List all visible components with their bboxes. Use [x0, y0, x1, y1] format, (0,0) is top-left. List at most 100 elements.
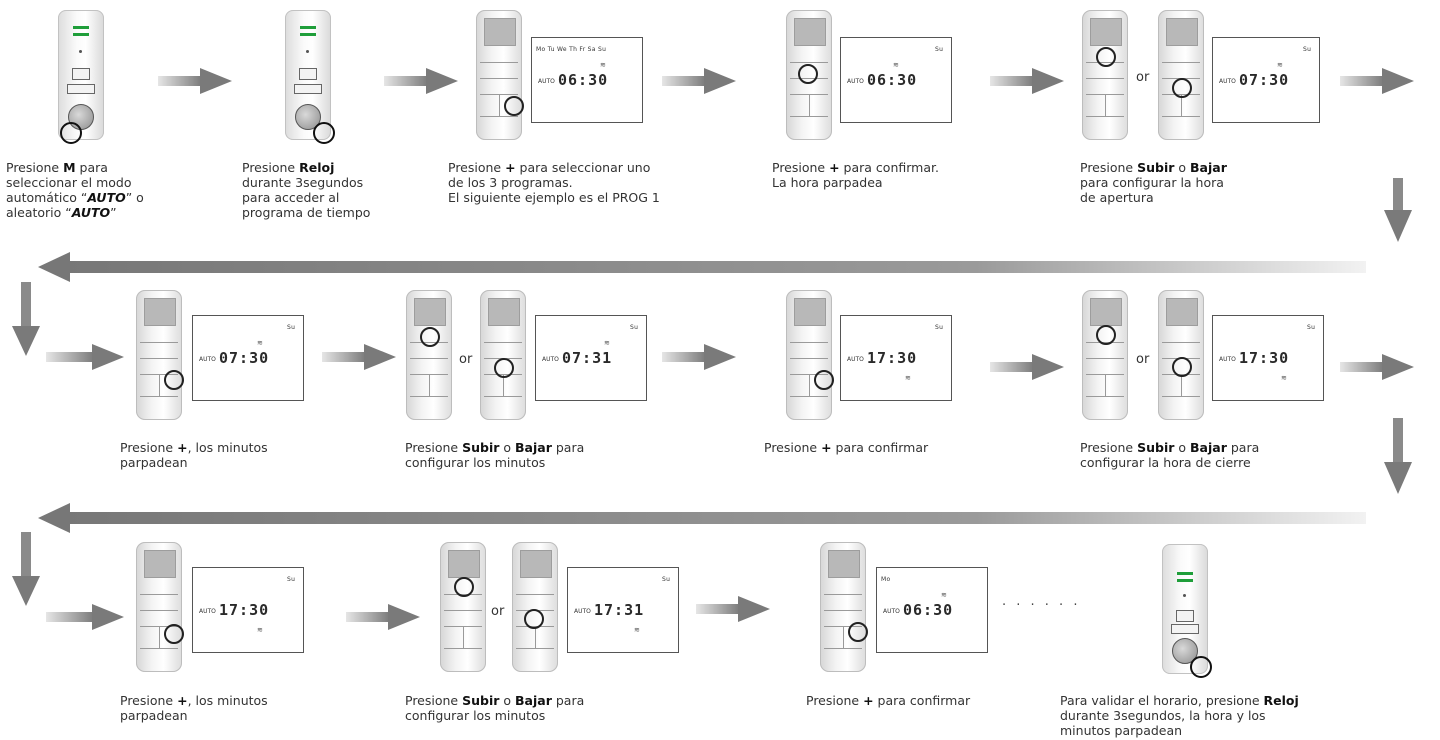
arrow-left-long	[38, 503, 1366, 533]
lcd-auto-label: AUTO	[847, 356, 864, 363]
signal-icon: ≋	[257, 339, 263, 347]
divider	[444, 648, 482, 649]
lcd-display-4: Su ≋ AUTO 06:30	[840, 37, 952, 123]
or-label: or	[491, 604, 505, 619]
lcd-time: 07:30	[1239, 71, 1290, 89]
remote-screen	[828, 550, 860, 578]
step-caption-7: Presione Subir o Bajar para configurar l…	[405, 440, 585, 470]
lcd-time: 17:30	[867, 349, 918, 367]
signal-icon: ≋	[604, 339, 610, 347]
arrow-left-long	[38, 252, 1366, 282]
divider	[410, 396, 448, 397]
dial-knob	[295, 104, 321, 130]
lcd-day: Su	[935, 324, 944, 331]
arrow-right	[662, 68, 736, 94]
divider	[140, 342, 178, 343]
arrow-right	[696, 596, 770, 622]
switch-slot	[1171, 624, 1199, 634]
lcd-display-5: Su ≋ AUTO 07:30	[1212, 37, 1320, 123]
remote-screen	[144, 298, 176, 326]
divider	[159, 626, 160, 648]
lcd-time: 17:30	[219, 601, 270, 619]
highlight-circle	[848, 622, 868, 642]
remote-front-10	[136, 542, 184, 672]
divider	[140, 648, 178, 649]
dot	[79, 50, 82, 53]
divider	[1105, 374, 1106, 396]
lcd-time: 07:31	[562, 349, 613, 367]
divider	[484, 396, 522, 397]
battery-slot	[299, 68, 317, 80]
lcd-display-7: Su ≋ AUTO 07:31	[535, 315, 647, 401]
remote-screen	[520, 550, 552, 578]
divider	[1086, 116, 1124, 117]
highlight-circle	[1096, 325, 1116, 345]
highlight-circle	[164, 370, 184, 390]
highlight-circle	[313, 122, 335, 144]
divider	[843, 626, 844, 648]
remote-front-9b	[1158, 290, 1204, 420]
arrow-right	[990, 68, 1064, 94]
lcd-time: 06:30	[558, 71, 609, 89]
remote-screen	[414, 298, 446, 326]
highlight-circle	[164, 624, 184, 644]
lcd-time: 06:30	[867, 71, 918, 89]
lcd-auto-label: AUTO	[847, 78, 864, 85]
green-indicator	[1177, 572, 1193, 575]
remote-screen	[1166, 298, 1198, 326]
divider	[140, 594, 178, 595]
arrow-right	[662, 344, 736, 370]
green-indicator	[1177, 579, 1193, 582]
divider	[1086, 358, 1124, 359]
step-caption-1: Presione M para seleccionar el modo auto…	[6, 160, 144, 220]
lcd-auto-label: AUTO	[542, 356, 559, 363]
remote-screen	[794, 298, 826, 326]
highlight-circle	[504, 96, 524, 116]
step-caption-2: Presione Reloj durante 3segundos para ac…	[242, 160, 371, 220]
divider	[1162, 116, 1200, 117]
divider	[503, 374, 504, 396]
remote-front-11b	[512, 542, 558, 672]
step-caption-11: Presione Subir o Bajar para configurar l…	[405, 693, 585, 723]
lcd-display-11: Su ≋ AUTO 17:31	[567, 567, 679, 653]
remote-front-5b	[1158, 10, 1204, 140]
or-label: or	[459, 352, 473, 367]
divider	[790, 342, 828, 343]
arrow-right	[1340, 68, 1414, 94]
arrow-down	[1384, 418, 1412, 494]
step-caption-8: Presione + para confirmar	[764, 440, 929, 455]
highlight-circle	[494, 358, 514, 378]
arrow-right	[346, 604, 420, 630]
step-caption-6: Presione +, los minutos parpadean	[120, 440, 268, 470]
remote-front-5a	[1082, 10, 1128, 140]
remote-screen	[794, 18, 826, 46]
signal-icon: ≋	[600, 61, 606, 69]
arrow-right	[322, 344, 396, 370]
lcd-display-6: Su ≋ AUTO 07:30	[192, 315, 304, 401]
lcd-auto-label: AUTO	[199, 608, 216, 615]
remote-screen	[488, 298, 520, 326]
remote-front-12	[820, 542, 868, 672]
green-indicator	[300, 26, 316, 29]
step-caption-10: Presione +, los minutos parpadean	[120, 693, 268, 723]
remote-front-11a	[440, 542, 486, 672]
divider	[410, 358, 448, 359]
lcd-auto-label: AUTO	[199, 356, 216, 363]
highlight-circle	[524, 609, 544, 629]
remote-front-3	[476, 10, 524, 140]
or-label: or	[1136, 70, 1150, 85]
divider	[824, 594, 862, 595]
highlight-circle	[1172, 78, 1192, 98]
highlight-circle	[798, 64, 818, 84]
divider	[1086, 396, 1124, 397]
divider	[535, 626, 536, 648]
signal-icon: ≋	[634, 626, 640, 634]
lcd-display-12: Mo ≋ AUTO 06:30	[876, 567, 988, 653]
remote-back-1	[58, 10, 104, 144]
signal-icon: ≋	[1281, 374, 1287, 382]
arrow-down	[12, 532, 40, 606]
arrow-right	[1340, 354, 1414, 380]
remote-front-8	[786, 290, 834, 420]
step-caption-4: Presione + para confirmar. La hora parpa…	[772, 160, 939, 190]
lcd-display-3: Mo Tu We Th Fr Sa Su ≋ AUTO 06:30	[531, 37, 643, 123]
